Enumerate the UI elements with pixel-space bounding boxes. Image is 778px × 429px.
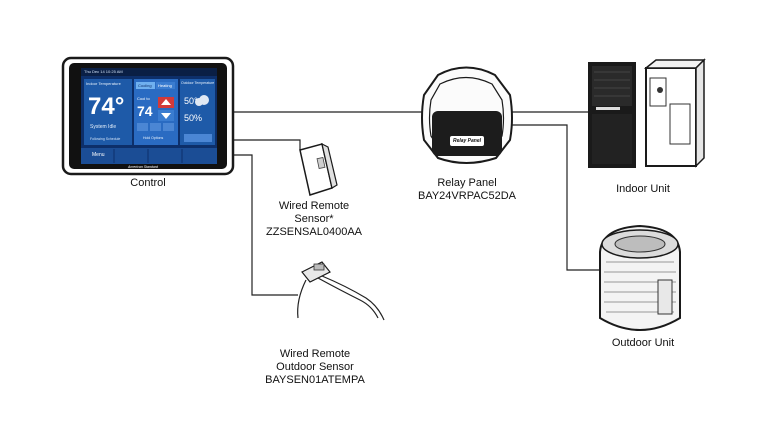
- indoor-temp-label: Indoor Temperature: [86, 81, 121, 86]
- wire-relay-to-outdoor: [508, 124, 600, 271]
- outdoor-temp-label: Outdoor Temperature: [181, 81, 215, 85]
- outdoor-sensor-line2: Outdoor Sensor: [276, 361, 354, 373]
- relay-panel-model: BAY24VRPAC52DA: [417, 190, 517, 202]
- mode-cooling-tab[interactable]: Cooling: [138, 83, 152, 88]
- control-label: Control: [130, 177, 166, 189]
- system-status: System Idle: [90, 124, 117, 130]
- brand-name: American Standard: [128, 165, 158, 169]
- outdoor-unit-label: Outdoor Unit: [611, 337, 675, 349]
- hold-options-label[interactable]: Hold Options: [143, 136, 164, 140]
- wire-control-to-sensor: [232, 139, 301, 150]
- relay-panel-badge: Relay Panel: [452, 138, 482, 144]
- schedule-status: Following Schedule: [90, 137, 121, 141]
- outdoor-temperature: 50°: [184, 96, 198, 106]
- mode-heating-tab[interactable]: Heating: [158, 83, 172, 88]
- indoor-temperature: 74°: [88, 93, 125, 120]
- wired-sensor-line1: Wired Remote: [278, 200, 350, 212]
- indoor-unit-device: [588, 58, 706, 168]
- control-thermostat: [61, 56, 235, 176]
- wires: [232, 111, 600, 296]
- cool-to-label: Cool to: [137, 96, 150, 101]
- indoor-unit-label: Indoor Unit: [616, 183, 670, 195]
- wired-remote-sensor-device: [299, 142, 338, 196]
- cool-setpoint: 74: [137, 103, 153, 119]
- wire-control-to-outdoor-sensor: [232, 154, 298, 296]
- outdoor-sensor-label: Wired Remote Outdoor Sensor BAYSEN01ATEM…: [252, 348, 378, 387]
- outdoor-unit-device: [599, 224, 681, 332]
- menu-button[interactable]: Menu: [92, 152, 105, 158]
- relay-panel-name: Relay Panel: [437, 177, 497, 189]
- relay-panel-label: Relay Panel BAY24VRPAC52DA: [410, 177, 524, 203]
- outdoor-sensor-model: BAYSEN01ATEMPA: [265, 374, 365, 386]
- indoor-humidity: 50%: [184, 113, 203, 123]
- wired-sensor-label: Wired Remote Sensor* ZZSENSAL0400AA: [254, 200, 374, 239]
- wired-sensor-line2: Sensor*: [294, 213, 334, 225]
- wired-outdoor-sensor-device: [297, 261, 385, 321]
- status-date: Thu Dec 14 10:25 AM: [84, 69, 123, 74]
- relay-panel-device: [421, 66, 513, 164]
- wired-sensor-model: ZZSENSAL0400AA: [266, 226, 362, 238]
- outdoor-sensor-line1: Wired Remote: [279, 348, 351, 360]
